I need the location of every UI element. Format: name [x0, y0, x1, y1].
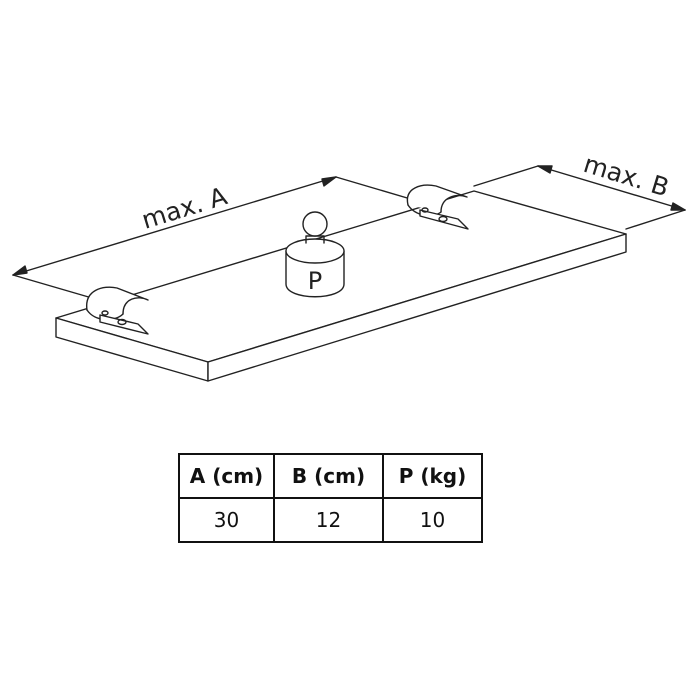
dimension-a-line	[12, 176, 415, 299]
shelf-diagram: max. A max. B P	[12, 149, 686, 382]
header-b: B (cm)	[273, 453, 384, 499]
weight-label: P	[308, 267, 322, 295]
right-bracket	[406, 184, 469, 230]
header-p: P (kg)	[382, 453, 483, 499]
table-header-row: A (cm) B (cm) P (kg)	[178, 453, 483, 499]
dimension-b-line	[473, 165, 686, 230]
dimension-a-label: max. A	[138, 181, 230, 234]
value-b: 12	[273, 497, 384, 543]
value-p: 10	[382, 497, 483, 543]
header-a: A (cm)	[178, 453, 275, 499]
value-a: 30	[178, 497, 275, 543]
specifications-table: A (cm) B (cm) P (kg) 30 12 10	[178, 453, 483, 543]
table-row: 30 12 10	[178, 497, 483, 543]
left-bracket	[86, 286, 149, 335]
dimension-b-label: max. B	[580, 149, 672, 202]
weight-icon	[285, 211, 345, 298]
